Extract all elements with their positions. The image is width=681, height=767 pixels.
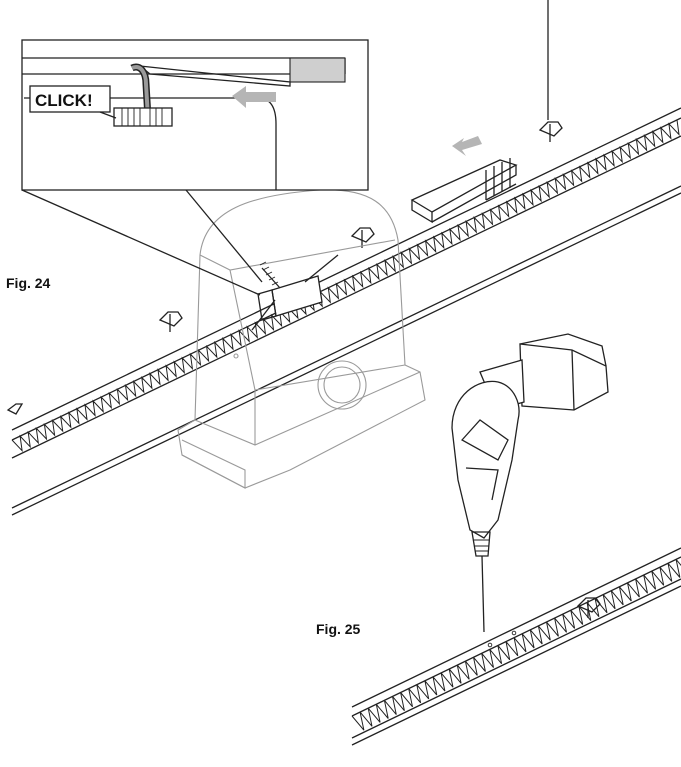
motor-housing	[177, 189, 426, 489]
click-callout: CLICK!	[29, 85, 117, 119]
hole-mark-2	[511, 630, 517, 636]
lower-rack-bracket	[576, 597, 601, 618]
rack-top-edge-2	[11, 117, 681, 441]
slide-arrow-right	[452, 136, 482, 156]
spring-pin	[259, 261, 281, 289]
rack-bracket-2	[350, 227, 375, 248]
drill-battery	[519, 343, 609, 411]
inset-gear-nut	[113, 107, 173, 127]
lower-rail-2	[11, 192, 681, 516]
rack-bottom-edge	[11, 135, 681, 459]
inset-spring-lever	[130, 63, 152, 119]
upper-rack	[6, 0, 681, 516]
drive-carriage	[251, 254, 339, 331]
rack-bracket-3	[538, 121, 563, 142]
rack-top-edge	[11, 107, 681, 431]
drill-chuck	[471, 531, 491, 557]
click-label: CLICK!	[35, 91, 93, 110]
inset-arrow-left	[232, 86, 276, 108]
rack-teeth-upper	[11, 119, 680, 453]
release-knob	[317, 360, 367, 410]
hole-mark-1	[487, 642, 493, 648]
fig24-label: Fig. 24	[6, 275, 51, 291]
rack-bracket-1	[158, 311, 183, 332]
lower-rack-top-edge-2	[351, 556, 681, 717]
stop-block	[289, 57, 346, 83]
lower-rack	[351, 547, 681, 746]
lower-rail	[11, 185, 681, 509]
leader-line-left	[21, 189, 261, 296]
drill-bit	[481, 555, 485, 633]
fig25-label: Fig. 25	[316, 621, 361, 637]
detail-inset: CLICK!	[21, 39, 369, 296]
drill	[451, 333, 609, 633]
leader-line-right	[185, 189, 263, 283]
drill-body	[451, 380, 520, 539]
lower-rack-top-edge	[351, 547, 681, 708]
rack-bracket-4	[6, 403, 24, 415]
limit-stop	[410, 158, 518, 224]
rack-teeth-lower	[351, 559, 681, 731]
